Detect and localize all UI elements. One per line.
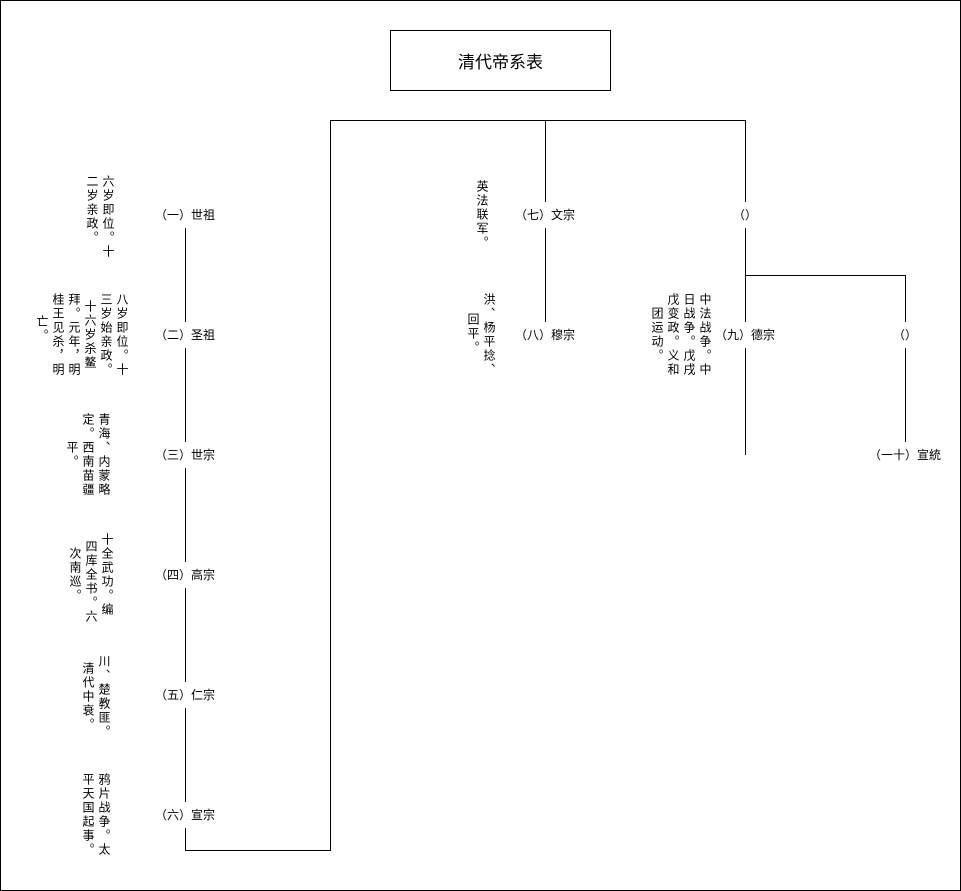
emperor-shengzu: （二）圣祖 [152, 322, 218, 348]
emperor-renzong: （五）仁宗 [152, 682, 218, 708]
note-gaozong: 十全武功。编四库全书。六次南巡。 [68, 533, 114, 624]
note-muzong: 洪、杨平捻、回平。 [466, 293, 496, 377]
emperor-xuantong: （一十）宣統 [866, 442, 944, 468]
emperor-wenzong: （七）文宗 [512, 202, 578, 228]
note-wenzong: 英法联军。 [475, 180, 489, 250]
emperor-muzong: （八）穆宗 [512, 322, 578, 348]
emperor-shizu: （一）世祖 [152, 202, 218, 228]
emperor-unnamed-2: （） [890, 322, 920, 348]
line-main-lineage [185, 120, 746, 851]
note-xuanzong: 鸦片战争。太平天国起事。 [81, 773, 111, 857]
chart-title: 清代帝系表 [390, 30, 611, 91]
emperor-gaozong: （四）高宗 [152, 562, 218, 588]
note-renzong: 川、楚教匪。清代中衰。 [81, 655, 111, 739]
emperor-unnamed-1: （） [730, 202, 760, 228]
emperor-xuanzong: （六）宣宗 [152, 802, 218, 828]
note-dezong: 中法战争。中日战争。戊戌戊变政。义和团运动。 [650, 293, 712, 377]
emperor-shizong: （三）世宗 [152, 442, 218, 468]
line-dezong-branch [745, 275, 906, 455]
note-shizong: 青海、内蒙略定。西南苗疆平。 [65, 413, 111, 497]
emperor-dezong: （九）德宗 [712, 322, 778, 348]
note-shengzu: 八岁即位。十三岁始亲政。十六岁杀鳌拜。元年，明桂王见杀，明亡。 [35, 293, 129, 377]
note-shizu: 六岁即位。十二岁亲政。 [85, 175, 115, 259]
